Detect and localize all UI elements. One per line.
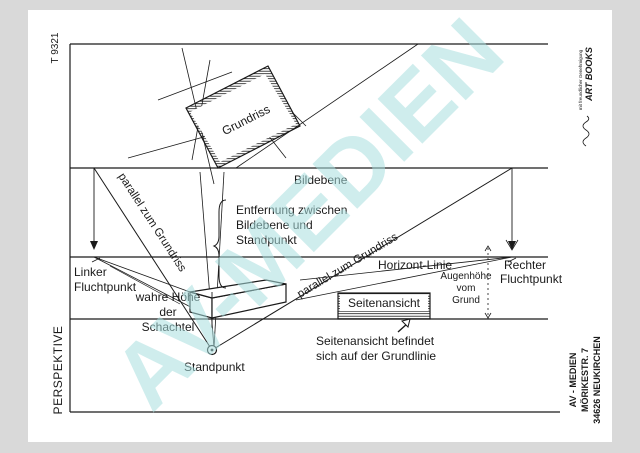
left-vanishing-label-line-2: Fluchtpunkt [74,280,137,294]
sightline-parallel-right [211,167,513,351]
perspective-line [93,256,191,293]
station-point-label: Standpunkt [184,360,245,374]
true-height-label-line-2: der [159,305,176,319]
perspective-box [189,279,287,319]
side-elevation-note-line-2: sich auf der Grundlinie [316,349,436,363]
paper [28,10,612,442]
side-elevation-note-line-1: Seitenansicht befindet [316,334,435,348]
arrow-head-icon [508,241,516,250]
arrow-head-icon [484,245,492,252]
perspective-line [109,265,181,305]
permission-note: mit freundlicher Genehmigung [578,49,583,110]
vanishing-point-tick [507,257,517,263]
signature-scribble [582,115,590,147]
perspective-line [299,256,513,281]
station-point-dot [210,348,214,352]
construction-line [157,71,233,101]
horizon-label: Horizont-Linie [378,258,452,272]
arrow-head-icon [505,239,519,251]
sightline-parallel-left [93,167,213,351]
eye-height-label-line-3: Grund [452,295,480,306]
sheet-title: PERSPEKTIVE [51,326,65,415]
true-height-label-line-3: Schachtel [142,320,195,334]
picture-plane-label: Bildebene [294,173,348,187]
perspective-line [295,256,513,301]
arrow-head-icon [90,241,98,250]
perspective-line [93,256,209,317]
arrow-head-icon [484,312,492,319]
distance-label-line-3: Standpunkt [236,233,297,247]
publisher-line-1: AV - MEDIEN [568,353,578,408]
eye-height-label-line-1: Augenhöhe [440,271,492,282]
publisher-line-2: MÖRIKESTR. 7 [580,348,590,412]
construction-line [235,43,419,169]
publisher-line-3: 34626 NEUKIRCHEN [592,336,602,424]
true-height-label-line-1: wahre Höhe [135,290,201,304]
right-vanishing-label-line-1: Rechter [504,258,546,272]
pointer-arrow-icon [397,318,411,333]
vanishing-point-tick [91,257,101,263]
distance-brace [212,199,227,289]
distance-label-line-2: Bildebene und [236,218,313,232]
sheet-code: T 9321 [50,32,61,63]
floor-plan-box [185,65,301,169]
left-vanishing-label-line-1: Linker [74,265,107,279]
right-vanishing-label-line-2: Fluchtpunkt [500,272,563,286]
distance-label-line-1: Entfernung zwischen [236,203,347,217]
side-elevation-label: Seitenansicht [348,296,421,310]
brand-logo: ART BOOKS [584,47,594,102]
eye-height-label-line-2: vom [457,283,476,294]
side-elevation-label-bg [340,295,428,311]
